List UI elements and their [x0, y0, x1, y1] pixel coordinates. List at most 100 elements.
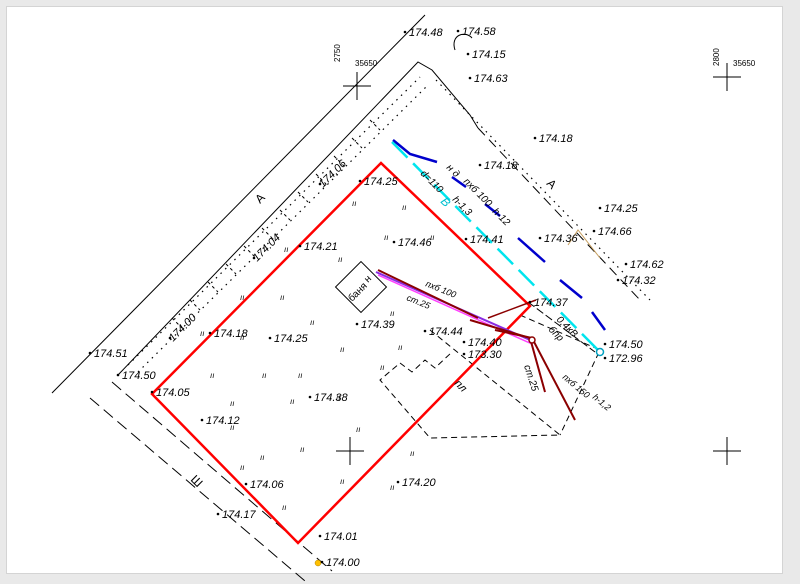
bathhouse-building [334, 260, 388, 314]
elevation-label: 174.00 [326, 557, 361, 569]
heating-line-sleeve [487, 299, 537, 319]
elevation-label: 174.01 [324, 531, 358, 543]
svg-text:ıı: ıı [398, 343, 402, 352]
water-pipe-end [595, 347, 605, 357]
svg-text:ıı: ıı [410, 449, 414, 458]
svg-text:ıı: ıı [352, 199, 356, 208]
elevation-label: 174.39 [361, 319, 395, 331]
elevation-point-dot [603, 342, 607, 346]
elevation-point-dot [244, 482, 248, 486]
heat-label-1: ст.25 [521, 364, 540, 394]
svg-text:ıı: ıı [380, 363, 384, 372]
elevation-point-dot [358, 179, 362, 183]
elevation-label: 173.30 [468, 349, 503, 361]
svg-text:ıı: ıı [282, 503, 286, 512]
elevation-label: 174.25 [364, 176, 399, 188]
water-pipe-symbol: В [438, 194, 454, 210]
svg-text:ıı: ıı [390, 309, 394, 318]
elevation-label: 174.38 [314, 392, 349, 404]
elevation-label: 174.15 [472, 49, 507, 61]
svg-text:ıı: ıı [230, 399, 234, 408]
road-edge-dashed-east [477, 127, 641, 301]
heat-label-2: пхб 150 [561, 372, 592, 400]
svg-text:ıı: ıı [340, 345, 344, 354]
fence-line-street-a [127, 76, 651, 373]
bathhouse-type: н [362, 273, 374, 285]
svg-text:ıı: ıı [240, 333, 244, 342]
svg-text:ıı: ıı [200, 329, 204, 338]
elevation-point-dot [150, 390, 154, 394]
line-label-pl: пл [452, 378, 469, 395]
elevation-point-dot [598, 206, 602, 210]
svg-text:ıı: ıı [356, 425, 360, 434]
svg-text:ıı: ıı [336, 393, 340, 402]
elevation-point-dot [624, 262, 628, 266]
elevation-label: 174.25 [274, 333, 309, 345]
elevation-point-dot [456, 29, 460, 33]
elevation-label: 174.63 [474, 73, 509, 85]
elevation-point-dot [468, 76, 472, 80]
marker-point [314, 559, 322, 567]
elevation-label: 174.58 [462, 26, 497, 38]
fence-comb-street-a [171, 119, 381, 329]
svg-text:ıı: ıı [280, 293, 284, 302]
svg-text:ıı: ıı [402, 203, 406, 212]
grid-cross-southeast [713, 437, 741, 465]
elevation-label: 174.21 [304, 241, 338, 253]
elevation-label: 174.25 [604, 203, 639, 215]
pencil-mark-top [453, 33, 473, 51]
elevation-point-dot [592, 229, 596, 233]
elevation-label: 174.18 [214, 328, 249, 340]
grid-label-horizontal-east: 35650 [733, 59, 756, 68]
elevation-label: 174.32 [622, 275, 656, 287]
svg-text:ıı: ıı [390, 483, 394, 492]
elevation-label: 174.50 [122, 370, 157, 382]
elevation-point-dot [308, 395, 312, 399]
elevation-label: 174.18 [484, 160, 519, 172]
neighbour-building-outline [379, 329, 562, 439]
svg-text:ıı: ıı [230, 423, 234, 432]
sewer-line [392, 139, 607, 331]
elevation-point-dot [603, 356, 607, 360]
elevation-point-dot [318, 534, 322, 538]
elevation-point-dot [396, 480, 400, 484]
svg-text:ıı: ıı [290, 397, 294, 406]
elevation-label: 174.05 [156, 387, 191, 399]
svg-text:ıı: ıı [240, 293, 244, 302]
svg-text:ıı: ıı [240, 463, 244, 472]
elevation-point-dot [462, 352, 466, 356]
elevation-point-dot [538, 236, 542, 240]
elevation-point-dot [423, 329, 427, 333]
terrain-grass-marks: ıı ıı ıı ıı ıı ıı ıı ıı ıı ıı ıı ıı ıı ıı ıı ıı ıı ı… [200, 199, 434, 512]
elevation-label: 174.00 [167, 311, 200, 344]
elevation-point-dot [320, 560, 324, 564]
elevation-label: 174.17 [222, 509, 257, 521]
elevation-label: 174.44 [429, 326, 463, 338]
elevation-point-dot [533, 136, 537, 140]
elevation-point-dot [216, 512, 220, 516]
road-edge-northwest [51, 14, 426, 394]
svg-text:ıı: ıı [340, 477, 344, 486]
svg-text:ıı: ıı [298, 371, 302, 380]
elevation-label: 174.62 [630, 259, 664, 271]
elevation-label: 174.51 [94, 348, 128, 360]
elevation-point-dot [168, 336, 172, 340]
sewer-label-3: h-12 [490, 206, 512, 228]
road-edge-street-a-inner [117, 61, 479, 376]
elevation-label: 174.66 [598, 226, 633, 238]
grid-label-horizontal-west: 35650 [355, 59, 378, 68]
utility-well [528, 336, 536, 344]
gas-label-1: пхб 100 [424, 279, 457, 300]
elevation-label: 174.18 [539, 133, 574, 145]
street-name-a-west: А [252, 191, 268, 207]
elevation-point-dot [298, 244, 302, 248]
grid-cross-southwest [336, 437, 364, 465]
elevation-label: 174.12 [206, 415, 240, 427]
elevation-point-dot [478, 163, 482, 167]
elevation-label: 174.36 [544, 233, 579, 245]
grid-cross-east [713, 63, 741, 91]
elevation-point-dot [466, 52, 470, 56]
elevation-point-dot [392, 240, 396, 244]
street-name-a-east: А [544, 176, 560, 192]
